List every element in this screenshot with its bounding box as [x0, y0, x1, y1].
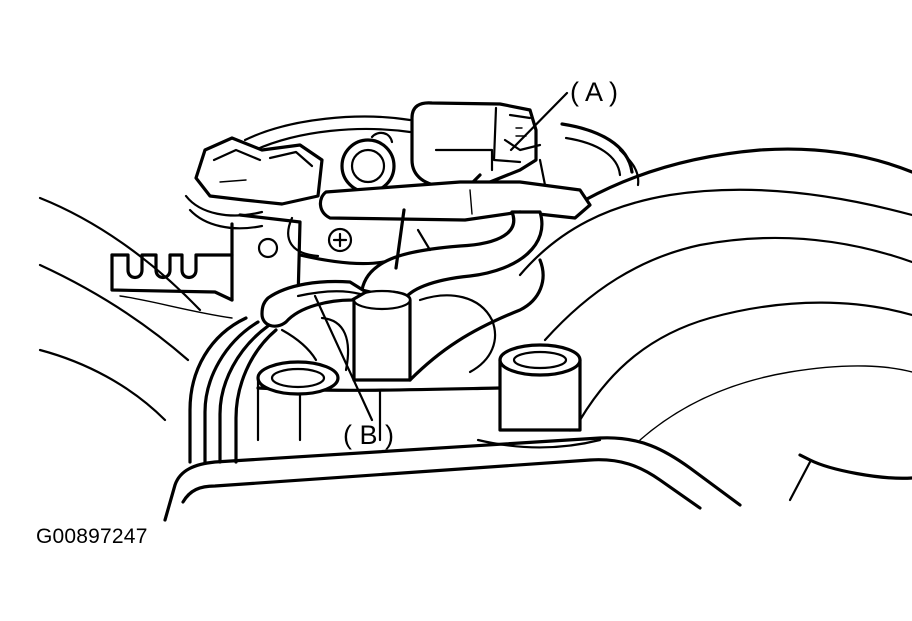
comb-bracket	[110, 253, 234, 302]
figure-code: G00897247	[36, 525, 148, 548]
sensor-connector-a	[410, 101, 547, 212]
callout-a-leader-line	[509, 91, 569, 152]
callout-b: ( B )	[313, 294, 394, 450]
hose-b	[188, 279, 368, 464]
front-cover	[163, 436, 912, 522]
callout-b-leader-line	[313, 294, 374, 422]
right-manifold-contours	[518, 122, 912, 441]
callout-a: ( A )	[509, 77, 618, 152]
center-bent-pipe	[352, 208, 544, 382]
callout-b-label: ( B )	[343, 420, 394, 450]
lower-manifold-body	[256, 258, 602, 449]
callout-a-label: ( A )	[570, 77, 618, 107]
left-background-contours	[38, 196, 233, 422]
